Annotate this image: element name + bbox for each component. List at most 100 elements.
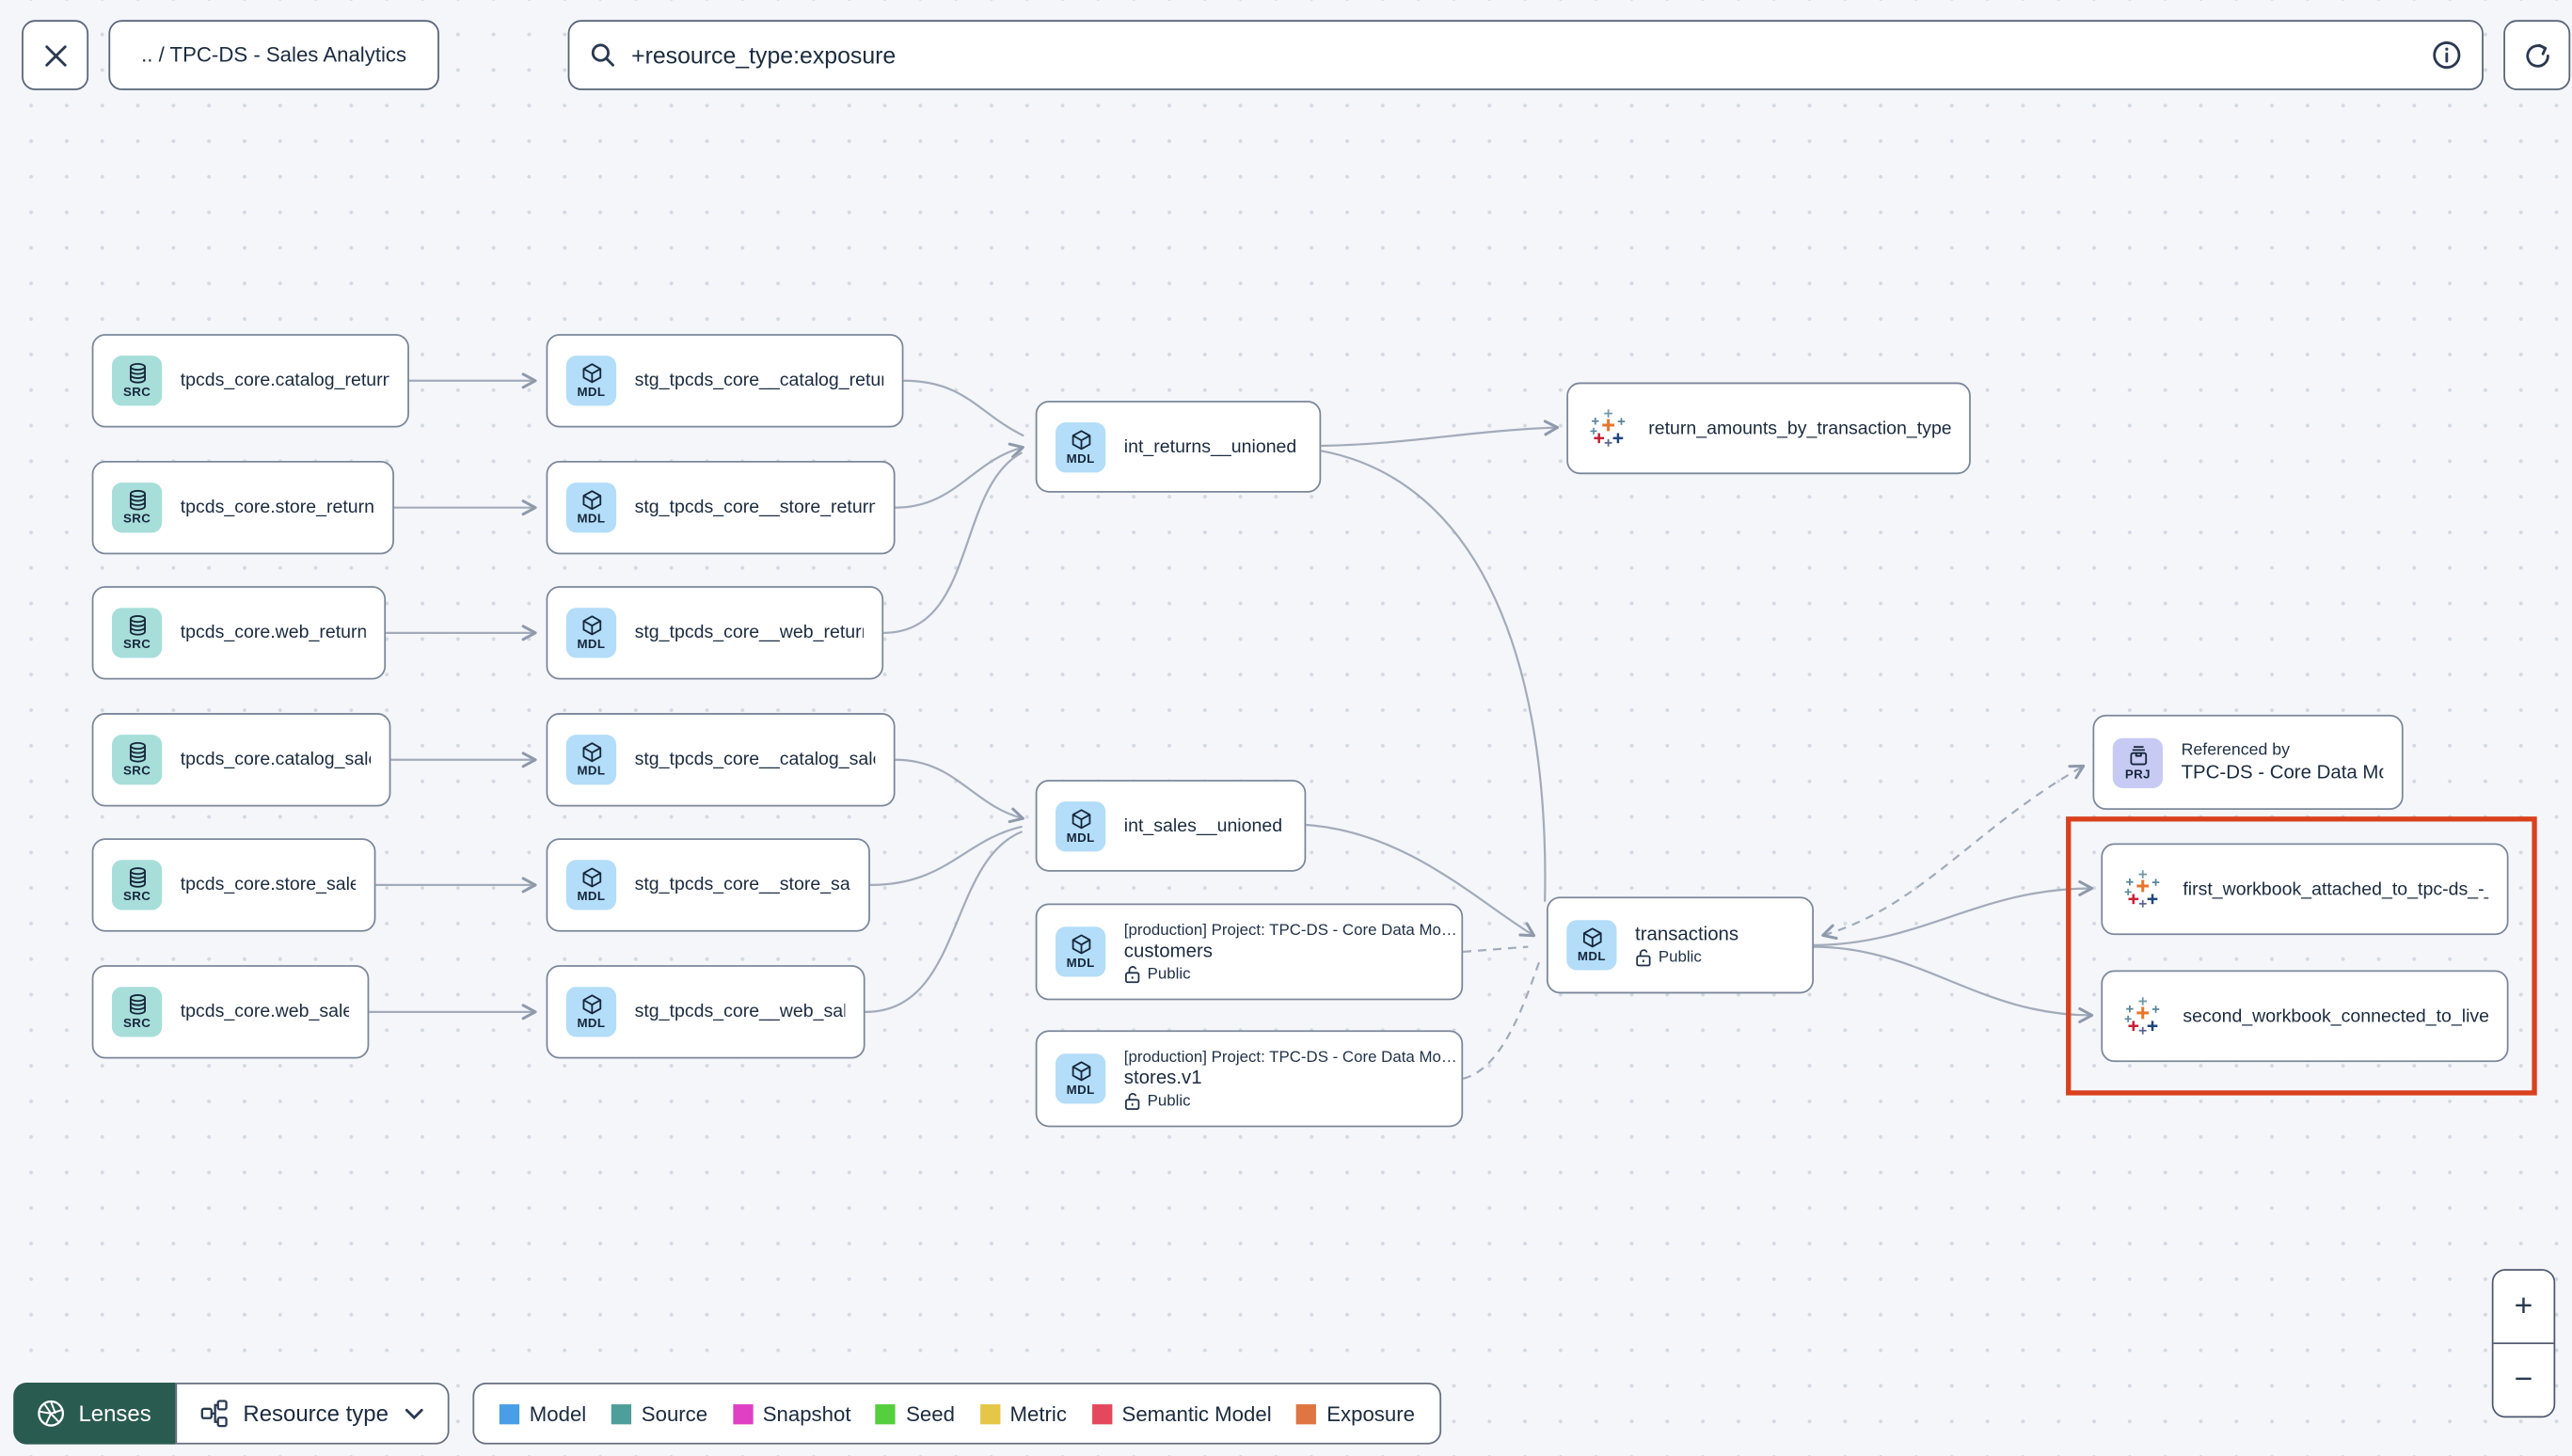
graph-node-return_amounts[interactable]: return_amounts_by_transaction_type xyxy=(1566,382,1971,475)
info-icon[interactable] xyxy=(2432,40,2462,71)
node-access: Public xyxy=(1124,964,1443,983)
node-label: stores.v1 xyxy=(1123,1068,1202,1088)
node-label: tpcds_core.web_returns xyxy=(180,623,366,643)
zoom-out-button[interactable]: − xyxy=(2493,1344,2554,1416)
zoom-in-button[interactable]: + xyxy=(2493,1271,2554,1345)
database-icon xyxy=(129,994,146,1016)
node-project-line: [production] Project: TPC-DS - Core Data… xyxy=(1123,1048,1457,1067)
search-bar[interactable] xyxy=(567,20,2484,90)
node-project-line: [production] Project: TPC-DS - Core Data… xyxy=(1123,921,1457,940)
graph-node-src_catalog_sales[interactable]: SRC tpcds_core.catalog_sales xyxy=(91,713,391,807)
resource-type-badge: SRC xyxy=(111,356,163,406)
cube-icon xyxy=(1071,934,1090,955)
node-label: tpcds_core.catalog_sales xyxy=(180,750,372,770)
cube-icon xyxy=(581,867,601,888)
resource-type-badge: SRC xyxy=(111,483,163,533)
legend-item-model: Model xyxy=(499,1401,587,1426)
legend-label: Metric xyxy=(1009,1401,1067,1426)
node-label: tpcds_core.store_returns xyxy=(180,498,374,518)
resource-type-badge: MDL xyxy=(1056,1053,1106,1104)
resource-type-badge: PRJ xyxy=(2112,736,2164,788)
resource-type-badge: MDL xyxy=(1056,926,1106,977)
lenses-label: Lenses xyxy=(78,1401,151,1427)
node-label: stg_tpcds_core__web_returns xyxy=(634,623,864,643)
legend-swatch xyxy=(732,1403,754,1424)
search-input[interactable] xyxy=(631,41,2417,69)
node-label: transactions xyxy=(1635,924,1739,944)
cube-icon xyxy=(581,615,601,636)
resource-type-badge: MDL xyxy=(565,356,617,406)
legend-item-exposure: Exposure xyxy=(1296,1401,1415,1425)
cube-icon xyxy=(1582,927,1601,948)
node-label: stg_tpcds_core__web_sales xyxy=(634,1002,846,1022)
resource-type-label: Resource type xyxy=(243,1401,389,1427)
node-label: stg_tpcds_core__store_sales xyxy=(634,875,850,895)
legend-label: Snapshot xyxy=(762,1401,851,1426)
resource-type-badge: MDL xyxy=(1056,421,1106,472)
legend-swatch xyxy=(1091,1403,1112,1424)
legend-item-seed: Seed xyxy=(876,1401,955,1425)
zoom-controls: + − xyxy=(2491,1269,2556,1418)
lenses-group: Lenses Resource type xyxy=(13,1382,449,1445)
refresh-button[interactable] xyxy=(2503,20,2571,90)
graph-node-first_workbook[interactable]: first_workbook_attached_to_tpc-ds_-_… xyxy=(2101,843,2509,936)
node-label: second_workbook_connected_to_live… xyxy=(2183,1005,2489,1026)
legend-swatch xyxy=(979,1403,1000,1424)
node-label: customers xyxy=(1123,941,1213,961)
chevron-down-icon xyxy=(405,1407,422,1419)
project-icon xyxy=(2129,745,2147,766)
breadcrumb[interactable]: .. / TPC-DS - Sales Analytics xyxy=(108,20,439,90)
graph-node-int_returns[interactable]: MDL int_returns__unioned xyxy=(1035,401,1322,493)
node-label: TPC-DS - Core Data Models xyxy=(2181,763,2384,783)
graph-node-second_workbook[interactable]: second_workbook_connected_to_live… xyxy=(2101,970,2509,1063)
node-access: Public xyxy=(1635,947,1738,966)
close-button[interactable] xyxy=(22,20,89,90)
tableau-exposure-icon xyxy=(2124,869,2160,907)
node-label: stg_tpcds_core__store_returns xyxy=(634,498,876,518)
node-access: Public xyxy=(1124,1091,1443,1110)
resource-type-dropdown[interactable]: Resource type xyxy=(174,1382,449,1445)
graph-node-stg_catalog_returns[interactable]: MDL stg_tpcds_core__catalog_returns xyxy=(546,334,904,428)
database-icon xyxy=(129,867,146,889)
public-access-icon xyxy=(1636,948,1651,966)
graph-node-src_web_sales[interactable]: SRC tpcds_core.web_sales xyxy=(91,965,370,1059)
legend-label: Exposure xyxy=(1326,1401,1415,1426)
graph-node-src_store_returns[interactable]: SRC tpcds_core.store_returns xyxy=(91,460,394,555)
resource-type-badge: SRC xyxy=(111,735,163,785)
graph-node-customers[interactable]: MDL [production] Project: TPC-DS - Core D… xyxy=(1035,903,1464,1001)
cube-icon xyxy=(581,363,601,384)
resource-type-badge: MDL xyxy=(565,735,617,785)
resource-type-badge: SRC xyxy=(111,987,163,1037)
cube-icon xyxy=(1071,429,1090,450)
legend-item-semantic-model: Semantic Model xyxy=(1091,1401,1272,1425)
resource-type-badge: MDL xyxy=(1056,800,1106,851)
node-label: tpcds_core.store_sales xyxy=(180,875,357,895)
database-icon xyxy=(129,363,146,385)
cube-icon xyxy=(581,742,601,763)
node-label: tpcds_core.web_sales xyxy=(180,1002,350,1022)
tableau-exposure-icon xyxy=(2124,996,2160,1034)
node-label: int_returns__unioned xyxy=(1123,436,1297,457)
legend-label: Model xyxy=(529,1401,587,1426)
graph-node-stores_v1[interactable]: MDL [production] Project: TPC-DS - Core D… xyxy=(1035,1030,1464,1128)
legend-item-snapshot: Snapshot xyxy=(732,1401,851,1426)
node-label: first_workbook_attached_to_tpc-ds_-_… xyxy=(2183,878,2489,900)
legend-swatch xyxy=(499,1403,520,1424)
tableau-exposure-icon xyxy=(1590,408,1626,446)
node-label: stg_tpcds_core__catalog_returns xyxy=(634,371,884,391)
lenses-button[interactable]: Lenses xyxy=(13,1382,175,1445)
database-icon xyxy=(129,490,146,511)
